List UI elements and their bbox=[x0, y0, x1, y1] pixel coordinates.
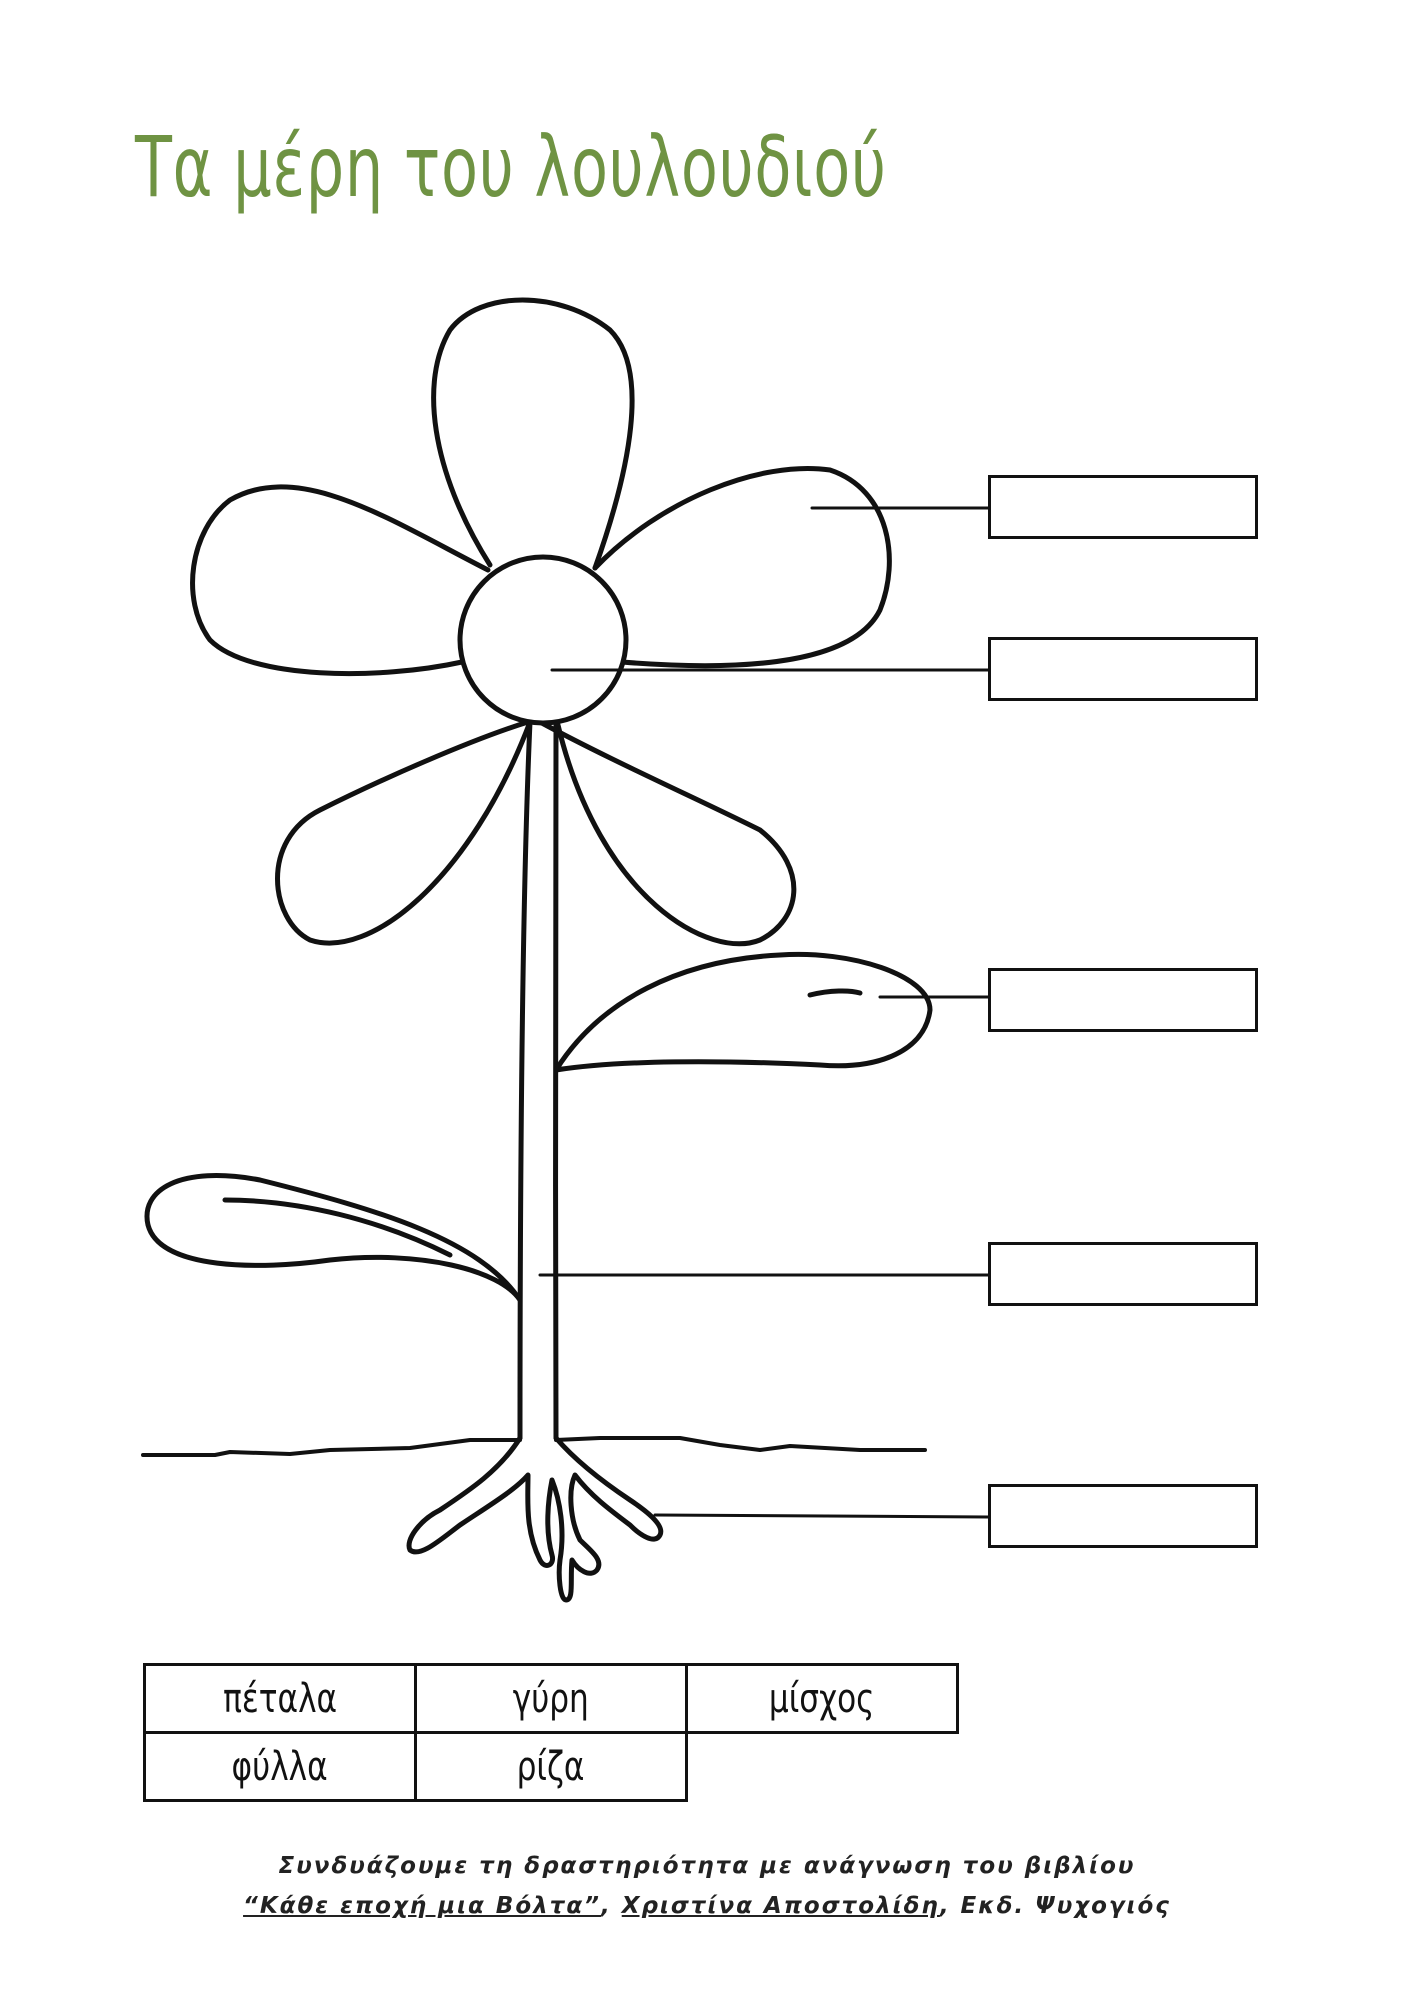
roots bbox=[406, 1435, 664, 1603]
leaf-right bbox=[553, 951, 933, 1073]
word-pollen: γύρη bbox=[512, 1675, 590, 1722]
word-stem: μίσχος bbox=[769, 1675, 875, 1722]
petal-upper-left bbox=[190, 484, 491, 677]
word-bank-empty-cell bbox=[687, 1733, 958, 1801]
petal-lower-right bbox=[537, 719, 797, 947]
petal-top bbox=[431, 297, 635, 571]
word-bank-cell: γύρη bbox=[414, 1663, 688, 1734]
answer-box-pollen[interactable] bbox=[988, 637, 1258, 701]
word-petals: πέταλα bbox=[222, 1675, 338, 1722]
footer-separator: , bbox=[600, 1893, 622, 1919]
answer-box-petals[interactable] bbox=[988, 475, 1258, 539]
page-title: Τα μέρη του λουλουδιού bbox=[135, 118, 887, 216]
word-root: ρίζα bbox=[517, 1743, 585, 1790]
answer-box-root[interactable] bbox=[988, 1484, 1258, 1548]
publisher: , Εκδ. Ψυχογιός bbox=[939, 1893, 1171, 1919]
author-name: Χριστίνα Αποστολίδη bbox=[621, 1893, 940, 1919]
word-bank-cell: μίσχος bbox=[685, 1663, 959, 1734]
flower-diagram bbox=[141, 297, 990, 1603]
leaf-left bbox=[144, 1173, 523, 1303]
stem bbox=[517, 719, 533, 1441]
word-bank-cell: ρίζα bbox=[414, 1731, 688, 1802]
flower-center bbox=[457, 554, 629, 726]
word-bank-cell: φύλλα bbox=[143, 1731, 417, 1802]
answer-box-stem[interactable] bbox=[988, 1242, 1258, 1306]
petal-upper-right bbox=[592, 466, 892, 669]
petal-lower-left bbox=[275, 719, 533, 946]
word-leaves: φύλλα bbox=[231, 1743, 329, 1790]
word-bank-table: πέταλα γύρη μίσχος φύλλα ρίζα bbox=[143, 1663, 959, 1802]
answer-box-leaf[interactable] bbox=[988, 968, 1258, 1032]
footer-line-1: Συνδυάζουμε τη δραστηριότητα με ανάγνωση… bbox=[278, 1853, 1136, 1879]
footer-line-2: “Κάθε εποχή μια Βόλτα”, Χριστίνα Αποστολ… bbox=[0, 1893, 1414, 1919]
word-bank-cell: πέταλα bbox=[143, 1663, 417, 1734]
book-title: “Κάθε εποχή μια Βόλτα” bbox=[243, 1893, 601, 1919]
ground-line bbox=[141, 1436, 927, 1457]
